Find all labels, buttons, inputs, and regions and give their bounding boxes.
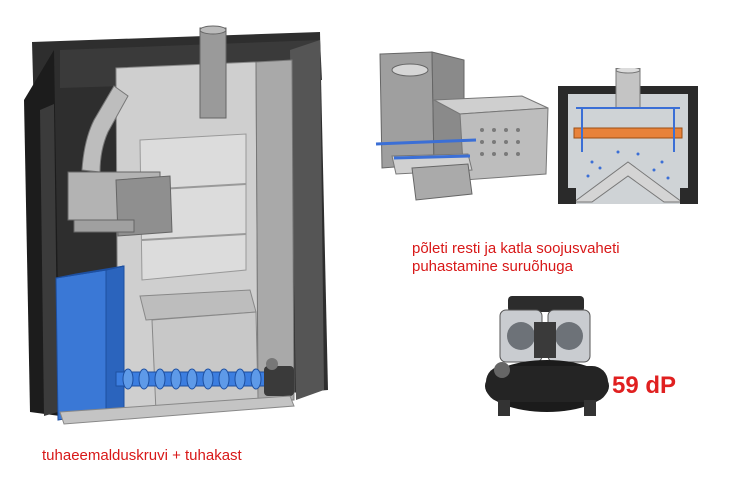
ash-removal-caption: tuhaeemalduskruvi + tuhakast <box>42 447 242 464</box>
compressor-noise-rating: 59 dP <box>612 372 677 399</box>
cleaning-caption-line2: puhastamine suruõhuga <box>412 258 573 275</box>
burner-grate-air-cleaning-illustration <box>375 51 549 201</box>
cleaning-caption-line1: põleti resti ja katla soojusvaheti <box>412 240 620 257</box>
air-compressor-photo <box>485 296 609 416</box>
boiler-cutaway-illustration <box>24 25 328 425</box>
heat-exchanger-cross-section <box>558 68 698 204</box>
cleaning-caption: põleti resti ja katla soojusvaheti puhas… <box>412 240 672 276</box>
